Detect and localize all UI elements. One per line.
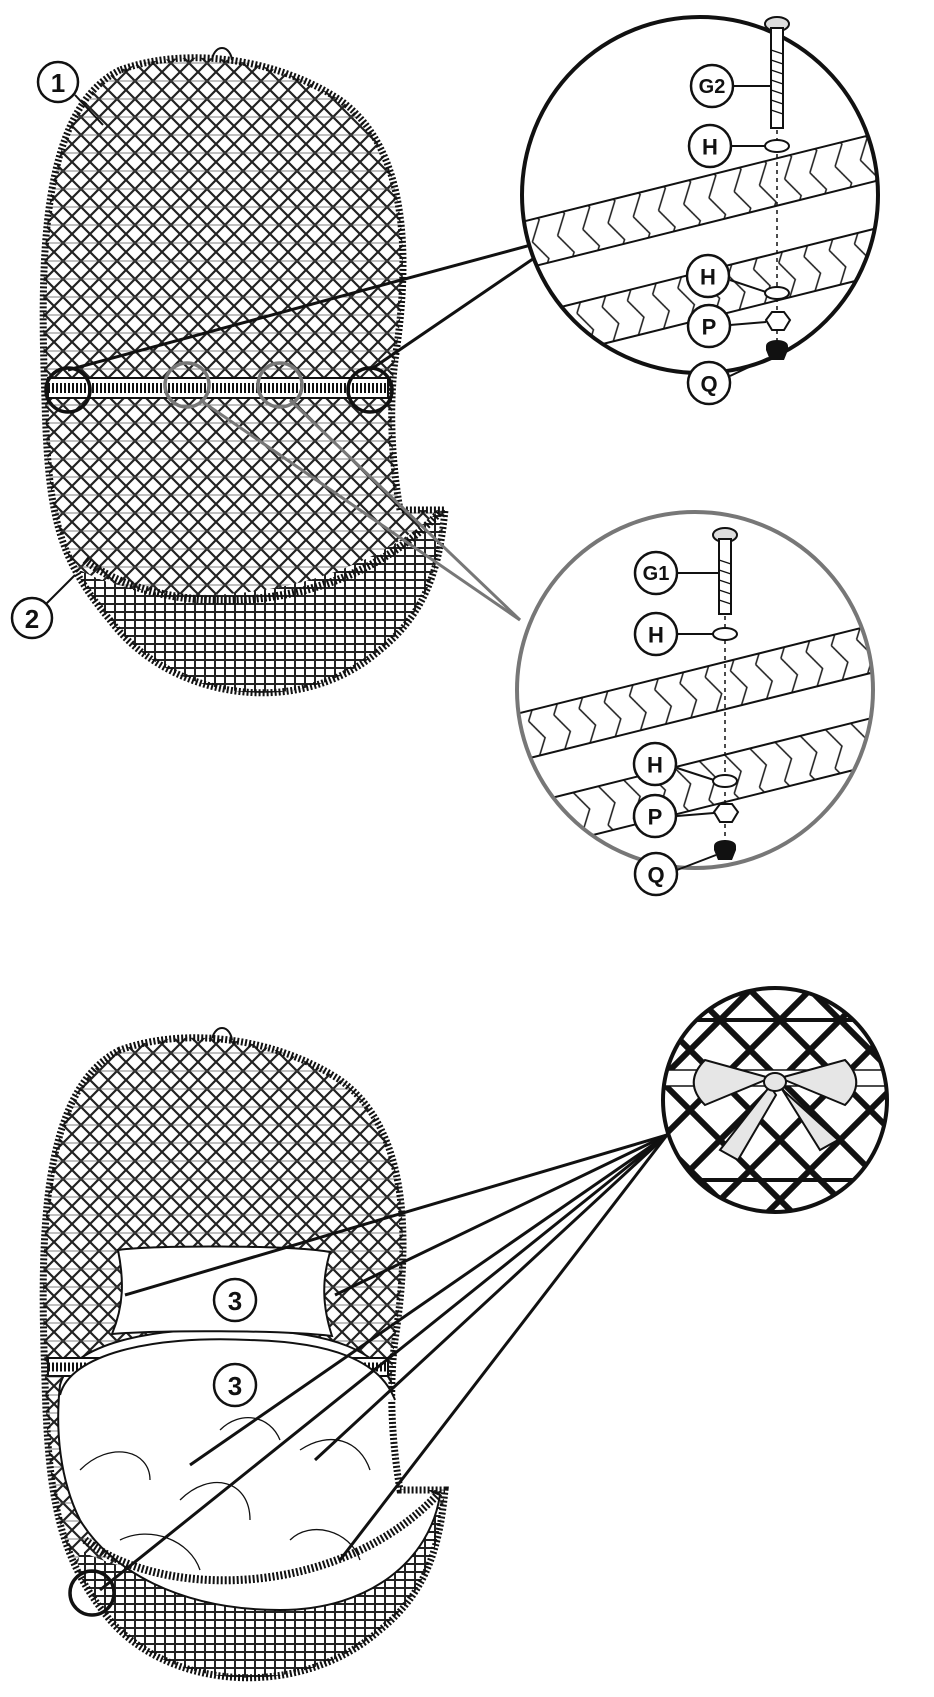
- svg-text:Q: Q: [647, 863, 664, 888]
- callout-P: P: [632, 793, 715, 839]
- cap-nut-icon: [714, 840, 736, 860]
- washer-icon: [712, 774, 738, 788]
- joint-marker-inner-2: [256, 361, 304, 409]
- detail-outer-joint: G2 H H P Q: [520, 15, 880, 406]
- joint-marker-right: [346, 366, 394, 414]
- cap-nut-icon: [766, 340, 788, 360]
- tie-leader-lines: [99, 1133, 669, 1592]
- svg-text:H: H: [702, 135, 718, 160]
- tie-point-marker: [68, 1569, 116, 1617]
- chair-frame: [39, 54, 449, 697]
- bolt-icon: [712, 527, 738, 615]
- svg-text:H: H: [647, 753, 663, 778]
- detail-inner-joint: G1 H H P Q: [515, 510, 875, 897]
- joint-marker-left: [44, 366, 92, 414]
- part-label-1: 1: [51, 68, 65, 98]
- svg-text:G2: G2: [699, 76, 726, 98]
- part-callout-3-seat: 3: [212, 1362, 258, 1408]
- hex-nut-icon: [764, 311, 792, 331]
- detail-bow-tie: [661, 986, 889, 1214]
- svg-text:H: H: [648, 623, 664, 648]
- part-callout-2: 2: [10, 574, 76, 640]
- step1-chair: [39, 47, 449, 697]
- washer-icon: [764, 139, 790, 153]
- svg-text:G1: G1: [643, 563, 670, 585]
- callout-H-bottom: H: [685, 253, 767, 299]
- svg-text:P: P: [648, 805, 663, 830]
- washer-icon: [764, 286, 790, 300]
- svg-text:Q: Q: [700, 372, 717, 397]
- joint-marker-inner-1: [163, 361, 211, 409]
- washer-icon: [712, 627, 738, 641]
- callout-G2: G2: [689, 63, 770, 109]
- bolt-icon: [764, 16, 790, 129]
- svg-text:3: 3: [228, 1371, 242, 1401]
- part-callout-1: 1: [36, 60, 104, 126]
- callout-H-top: H: [633, 611, 713, 657]
- hex-nut-icon: [712, 803, 740, 823]
- svg-text:P: P: [702, 315, 717, 340]
- svg-text:3: 3: [228, 1286, 242, 1316]
- svg-text:H: H: [700, 265, 716, 290]
- part-callout-3-headrest: 3: [212, 1277, 258, 1323]
- callout-Q: Q: [686, 357, 769, 406]
- step2-chair: [39, 1027, 449, 1682]
- callout-Q: Q: [633, 851, 717, 897]
- callout-G1: G1: [633, 550, 718, 596]
- callout-H-top: H: [687, 123, 765, 169]
- callout-P: P: [686, 303, 767, 349]
- callout-H-bottom: H: [632, 741, 715, 787]
- bow-tie-icon: [692, 1058, 858, 1162]
- part-label-2: 2: [25, 604, 39, 634]
